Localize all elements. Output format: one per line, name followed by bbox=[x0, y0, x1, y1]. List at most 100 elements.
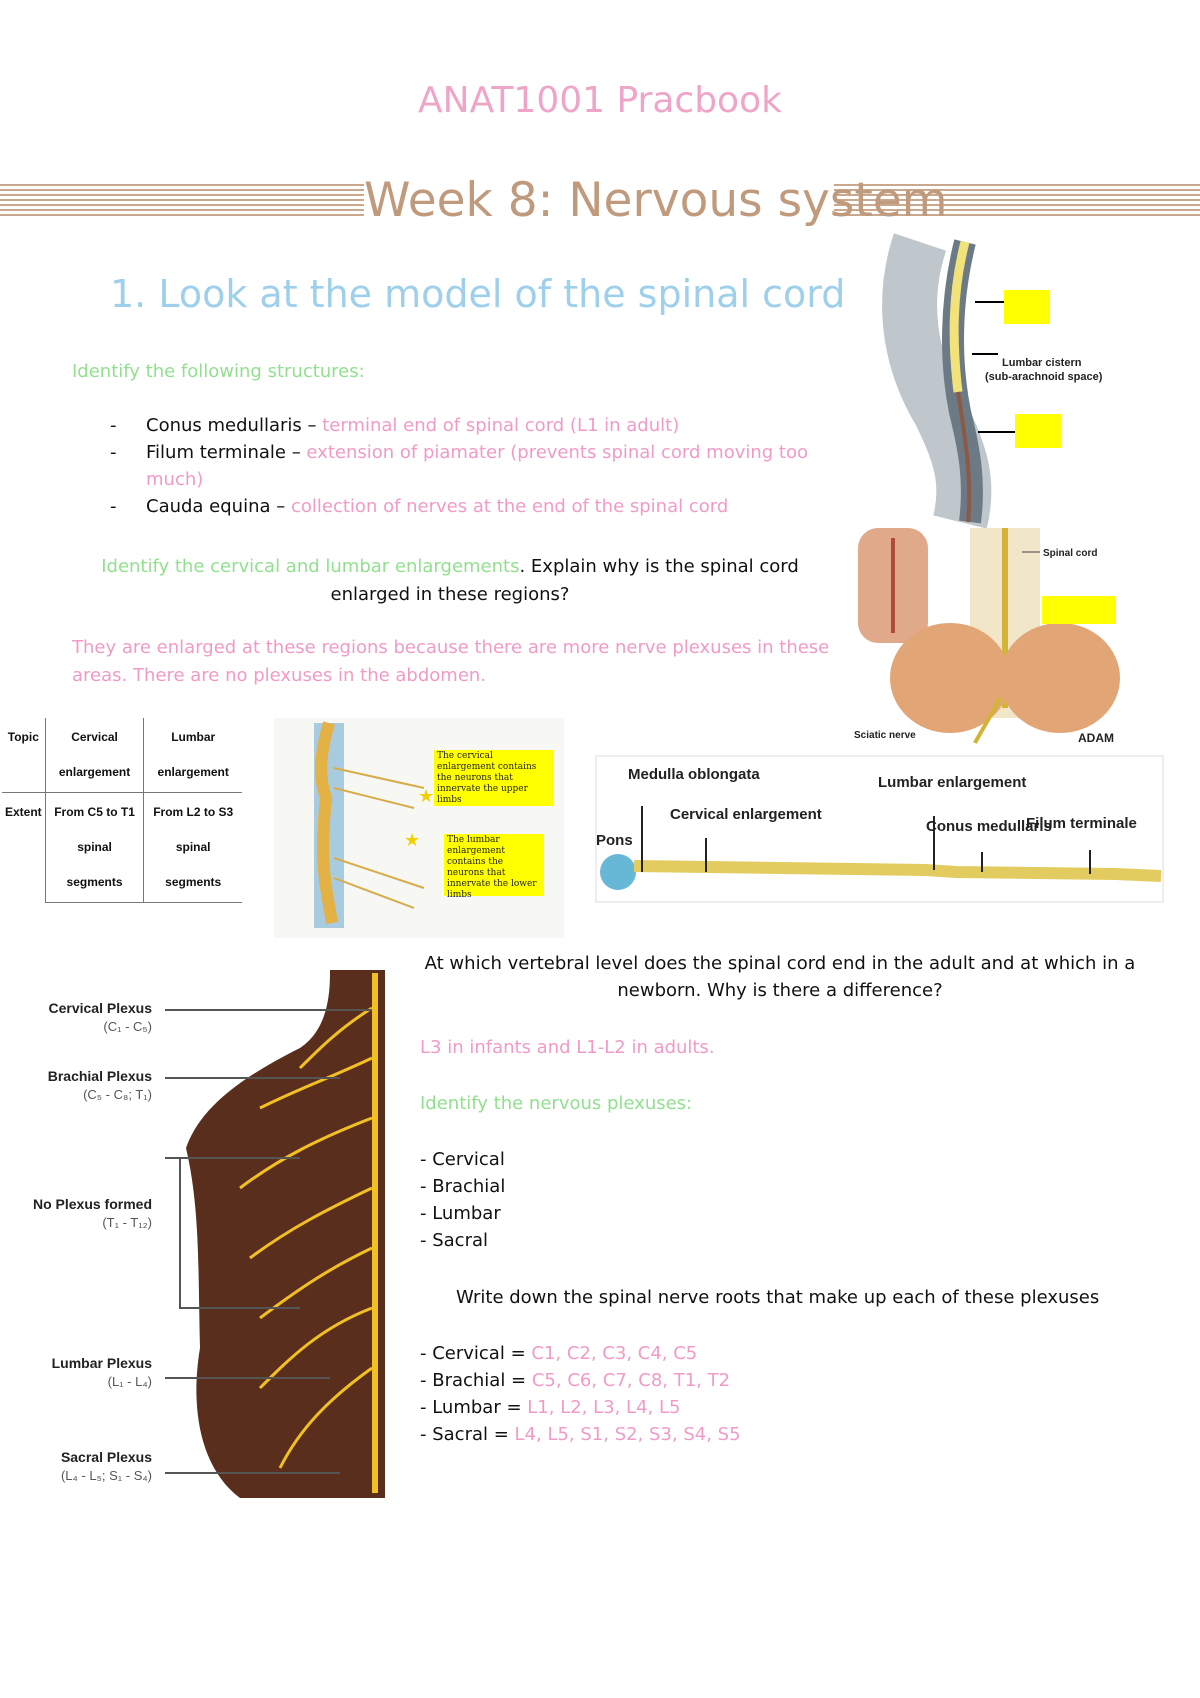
pelvis-right-shape bbox=[1000, 623, 1120, 733]
lumbar-note-box bbox=[444, 834, 544, 896]
list-item: - Sacral bbox=[420, 1230, 489, 1251]
plexus-list: - Cervical - Brachial - Lumbar - Sacral bbox=[420, 1146, 1140, 1254]
medulla-label: Medulla oblongata bbox=[628, 766, 760, 783]
enlargement-answer: They are enlarged at these regions becau… bbox=[72, 637, 830, 686]
cervical-note: The cervical enlargement contains the ne… bbox=[437, 751, 537, 805]
conus-medullaris-label: Conus medullaris bbox=[926, 818, 1052, 835]
label-box-highlight bbox=[1015, 414, 1061, 448]
list-item: - Lumbar = L1, L2, L3, L4, L5 bbox=[420, 1394, 1140, 1421]
spinal-cord-label: Spinal cord bbox=[1043, 548, 1097, 559]
table-cell: From L2 to S3 spinal segments bbox=[143, 792, 242, 903]
star-icon: ★ bbox=[418, 786, 434, 807]
list-item: - Cervical bbox=[420, 1149, 505, 1170]
plexus-prompt: Identify the nervous plexuses: bbox=[420, 1093, 693, 1114]
back-nerve-figure: Spinal cord Sciatic nerve ADAM bbox=[854, 528, 1120, 745]
list-item: Conus medullaris – terminal end of spina… bbox=[110, 412, 830, 439]
root-value: C5, C6, C7, C8, T1, T2 bbox=[531, 1370, 731, 1391]
root-label: - Sacral = bbox=[420, 1424, 515, 1445]
identify-prompt: Identify the following structures: bbox=[72, 361, 365, 382]
lumbar-cistern-sub-label: (sub-arachnoid space) bbox=[985, 371, 1103, 383]
root-label: - Brachial = bbox=[420, 1370, 532, 1391]
sciatic-nerve-label: Sciatic nerve bbox=[854, 730, 916, 741]
plexus-range-label: (T₁ - T₁₂) bbox=[102, 1215, 152, 1230]
list-item: - Lumbar bbox=[420, 1203, 501, 1224]
structures-list: Conus medullaris – terminal end of spina… bbox=[110, 412, 830, 520]
cord-shape bbox=[633, 860, 1162, 882]
lumbar-note: The lumbar enlargement contains the neur… bbox=[447, 835, 537, 900]
section-heading: 1. Look at the model of the spinal cord bbox=[110, 272, 846, 316]
topic-table: Topic Cervical enlargement Lumbar enlarg… bbox=[2, 718, 242, 903]
root-value: L4, L5, S1, S2, S3, S4, S5 bbox=[514, 1424, 741, 1445]
spinal-cord-diagram: Medulla oblongata Pons Cervical enlargem… bbox=[595, 755, 1164, 903]
root-value: L1, L2, L3, L4, L5 bbox=[527, 1397, 681, 1418]
week-header: Week 8: Nervous system bbox=[0, 176, 1200, 226]
week-title: Week 8: Nervous system bbox=[364, 173, 948, 228]
plexus-range-label: (L₄ - L₅; S₁ - S₄) bbox=[61, 1468, 152, 1483]
week-left-rule bbox=[0, 184, 368, 218]
vertebral-question: At which vertebral level does the spinal… bbox=[424, 953, 1136, 1001]
enlargement-question-green: Identify the cervical and lumbar enlarge… bbox=[101, 556, 520, 577]
star-icon: ★ bbox=[404, 830, 420, 851]
enlargement-question-rest: . Explain why is the spinal cord enlarge… bbox=[330, 556, 799, 605]
pelvis-left-shape bbox=[890, 623, 1010, 733]
plexus-range-label: (C₅ - C₈; T₁) bbox=[83, 1087, 152, 1102]
root-value: C1, C2, C3, C4, C5 bbox=[531, 1343, 698, 1364]
pons-shape bbox=[600, 854, 636, 890]
roots-prompt: Write down the spinal nerve roots that m… bbox=[456, 1287, 1100, 1308]
label-box-highlight bbox=[1004, 290, 1050, 324]
plexus-name-label: No Plexus formed bbox=[33, 1196, 152, 1212]
spine-mri-figure: Lumbar cistern (sub-arachnoid space) bbox=[880, 233, 1103, 529]
pons-label: Pons bbox=[596, 832, 633, 849]
plexus-range-label: (C₁ - C₅) bbox=[103, 1019, 152, 1034]
filum-terminale-label: Filum terminale bbox=[1026, 815, 1137, 832]
label-box-highlight bbox=[1042, 596, 1116, 624]
structure-answer: collection of nerves at the end of the s… bbox=[290, 496, 729, 517]
plexus-name-label: Brachial Plexus bbox=[48, 1068, 152, 1084]
adam-credit: ADAM bbox=[1078, 731, 1114, 745]
structure-term: Conus medullaris – bbox=[146, 415, 323, 436]
cervical-note-box bbox=[434, 750, 554, 806]
table-header-row: Topic Cervical enlargement Lumbar enlarg… bbox=[2, 718, 242, 793]
list-item: Cauda equina – collection of nerves at t… bbox=[110, 493, 830, 520]
table-header-cell: Lumbar enlargement bbox=[143, 718, 242, 793]
cervical-note-text: The cervical enlargement contains the ne… bbox=[437, 751, 537, 805]
cord-shape bbox=[949, 240, 970, 393]
sciatic-nerve-shape bbox=[973, 697, 1002, 744]
cervical-enlargement-label: Cervical enlargement bbox=[670, 806, 822, 823]
plexus-name-label: Sacral Plexus bbox=[61, 1449, 152, 1465]
table-row: Extent From C5 to T1 spinal segments Fro… bbox=[2, 792, 242, 903]
enlargement-question: Identify the cervical and lumbar enlarge… bbox=[80, 553, 820, 609]
structure-answer: extension of piamater (prevents spinal c… bbox=[146, 442, 809, 490]
structure-answer: terminal end of spinal cord (L1 in adult… bbox=[322, 415, 680, 436]
pointer-bracket bbox=[165, 1157, 300, 1309]
week-right-rule bbox=[830, 184, 1200, 218]
table-header-cell: Topic bbox=[2, 718, 46, 793]
table-cell: From C5 to T1 spinal segments bbox=[44, 792, 145, 903]
root-label: - Lumbar = bbox=[420, 1397, 528, 1418]
plexus-body-figure: Cervical Plexus (C₁ - C₅) Brachial Plexu… bbox=[33, 970, 385, 1498]
root-label: - Cervical = bbox=[420, 1343, 532, 1364]
filum-shape bbox=[956, 391, 972, 523]
plexus-name-label: Lumbar Plexus bbox=[52, 1355, 153, 1371]
roots-list: - Cervical = C1, C2, C3, C4, C5 - Brachi… bbox=[420, 1340, 1140, 1448]
table-header-cell: Cervical enlargement bbox=[44, 718, 145, 793]
spine-enlargement-figure: ★ ★ The cervical enlargement contains th… bbox=[274, 718, 564, 938]
table-cell: Extent bbox=[2, 792, 46, 903]
nerve-lines bbox=[239, 1006, 373, 1469]
plexus-name-label: Cervical Plexus bbox=[48, 1000, 152, 1016]
plexus-range-label: (L₁ - L₄) bbox=[108, 1374, 152, 1389]
cord-shape bbox=[315, 721, 338, 925]
lumbar-enlargement-label: Lumbar enlargement bbox=[878, 774, 1026, 791]
list-item: - Brachial bbox=[420, 1176, 506, 1197]
lumbar-cistern-label: Lumbar cistern bbox=[1002, 357, 1082, 369]
lumbar-note-text: The lumbar enlargement contains the neur… bbox=[447, 835, 537, 900]
document-title: ANAT1001 Pracbook bbox=[418, 80, 782, 121]
list-item: Filum terminale – extension of piamater … bbox=[110, 439, 830, 493]
list-item: - Sacral = L4, L5, S1, S2, S3, S4, S5 bbox=[420, 1421, 1140, 1448]
vertebral-answer: L3 in infants and L1-L2 in adults. bbox=[420, 1037, 715, 1058]
nerve-root-lines bbox=[333, 767, 425, 909]
list-item: - Cervical = C1, C2, C3, C4, C5 bbox=[420, 1340, 1140, 1367]
structure-term: Cauda equina – bbox=[146, 496, 291, 517]
list-item: - Brachial = C5, C6, C7, C8, T1, T2 bbox=[420, 1367, 1140, 1394]
structure-term: Filum terminale – bbox=[146, 442, 307, 463]
